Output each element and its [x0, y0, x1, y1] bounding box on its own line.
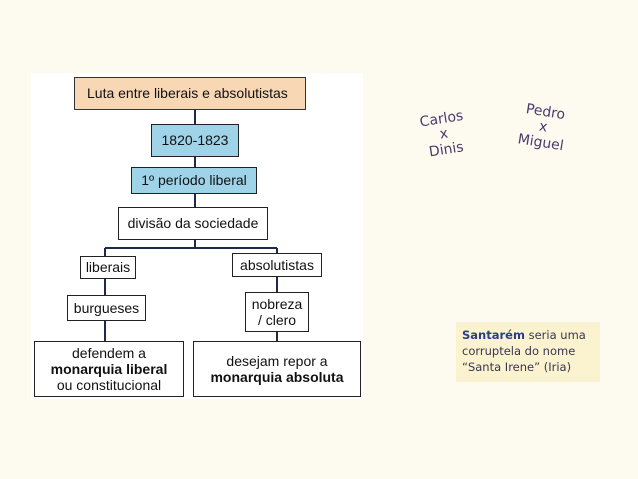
carlos-dinis-annotation: Carlos x Dinis [410, 107, 478, 162]
note-keyword: Santarém [462, 328, 525, 342]
pedro-miguel-annotation: Pedro x Miguel [509, 100, 577, 155]
santarem-note: Santarém seria uma corruptela do nome “S… [456, 322, 600, 382]
absolutistas-box: absolutistas [232, 253, 322, 277]
nobreza-label: nobreza [251, 295, 303, 312]
burgueses-box: burgueses [67, 295, 146, 321]
absolutist-result-box: desejam repor a monarquia absoluta [193, 341, 361, 397]
liberal-result-line3: ou constitucional [56, 377, 162, 394]
period-box: 1º período liberal [131, 167, 257, 194]
liberais-box: liberais [80, 256, 136, 279]
note-text: seria uma corruptela do nome “Santa Iren… [462, 328, 586, 375]
absolutist-result-line1: desejam repor a [226, 352, 328, 369]
division-box: divisão da sociedade [118, 207, 268, 240]
liberal-result-line2: monarquia liberal [50, 360, 168, 377]
date-box: 1820-1823 [151, 124, 239, 157]
title-box: Luta entre liberais e absolutistas [74, 77, 306, 110]
nobreza-clero-box: nobreza / clero [245, 292, 309, 332]
clero-label: / clero [257, 312, 297, 328]
liberal-result-line1: defendem a [72, 344, 146, 361]
absolutist-result-line2: monarquia absoluta [210, 369, 344, 385]
liberal-result-box: defendem a monarquia liberal ou constitu… [34, 341, 184, 397]
